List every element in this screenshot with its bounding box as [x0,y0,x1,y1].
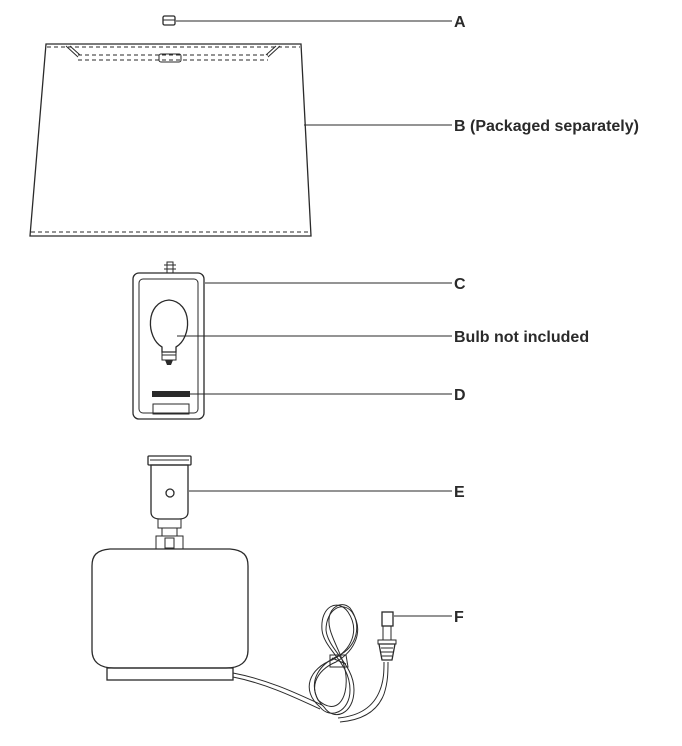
label-b: B (Packaged separately) [454,118,639,135]
socket [147,455,192,550]
label-bulb: Bulb not included [454,329,589,346]
diffuser-housing [132,261,205,420]
lamp-base [91,548,249,681]
label-f: F [454,609,464,626]
label-a: A [454,14,466,31]
lamp-shade [29,43,312,237]
label-e: E [454,484,465,501]
label-c: C [454,276,466,293]
bulb [149,299,189,365]
label-d: D [454,387,466,404]
plug [377,611,397,661]
diffuser-bottom-grip [152,391,190,397]
finial [162,15,176,26]
power-cord [232,604,389,723]
